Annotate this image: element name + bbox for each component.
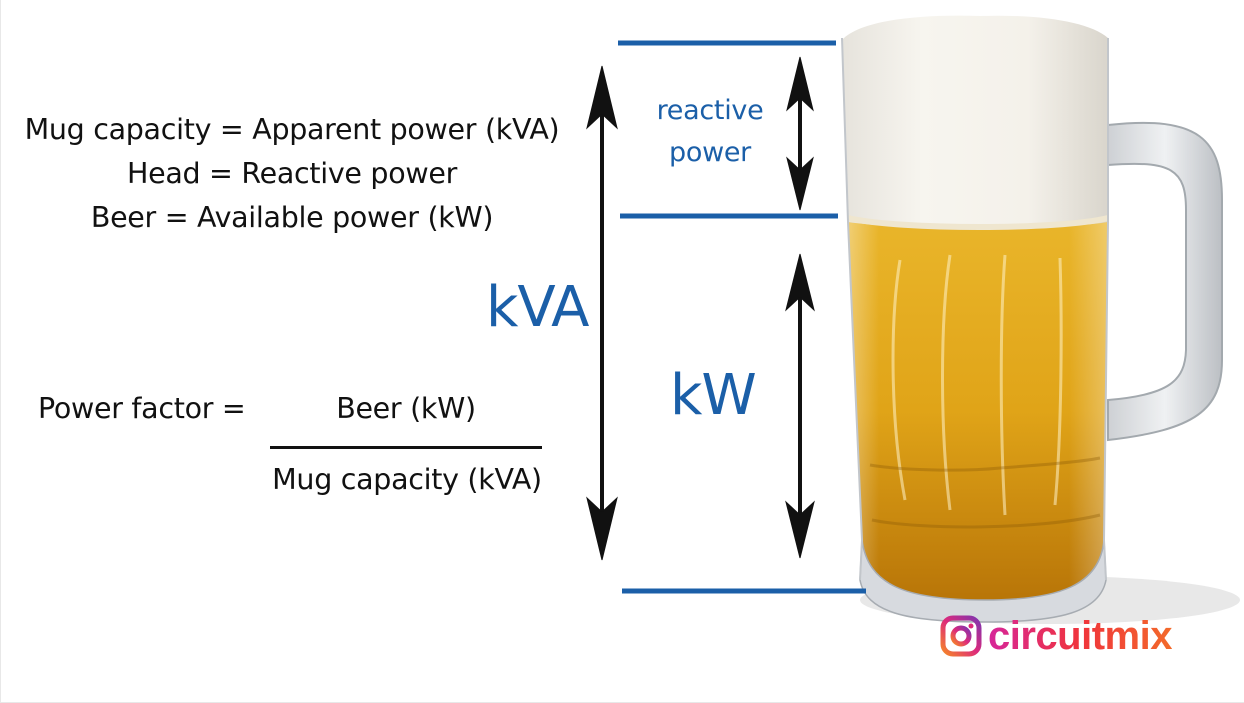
definitions-block: Mug capacity = Apparent power (kVA) Head… <box>6 108 578 240</box>
fraction-bar <box>270 446 542 449</box>
reactive-label-line2: power <box>669 137 751 168</box>
brand-watermark: circuitmix <box>940 611 1172 661</box>
kva-label: kVA <box>486 275 589 340</box>
reactive-label-line1: reactive <box>656 95 764 126</box>
power-factor-denominator: Mug capacity (kVA) <box>272 463 542 496</box>
brand-handle: circuitmix <box>988 611 1172 661</box>
definition-head: Head = Reactive power <box>126 157 458 190</box>
instagram-icon <box>940 615 982 657</box>
kw-label: kW <box>670 363 757 428</box>
foam-head <box>842 15 1108 229</box>
mug-handle <box>1107 121 1223 442</box>
power-factor-label: Power factor = <box>38 392 246 425</box>
definition-mug-capacity: Mug capacity = Apparent power (kVA) <box>24 113 560 146</box>
power-factor-numerator: Beer (kW) <box>336 392 476 425</box>
reactive-double-arrow <box>786 56 814 211</box>
reactive-power-label: reactive power <box>648 90 772 174</box>
glass-facets <box>891 254 1063 516</box>
definition-beer: Beer = Available power (kW) <box>90 201 494 234</box>
kw-double-arrow <box>785 253 815 559</box>
kva-double-arrow <box>586 65 618 561</box>
